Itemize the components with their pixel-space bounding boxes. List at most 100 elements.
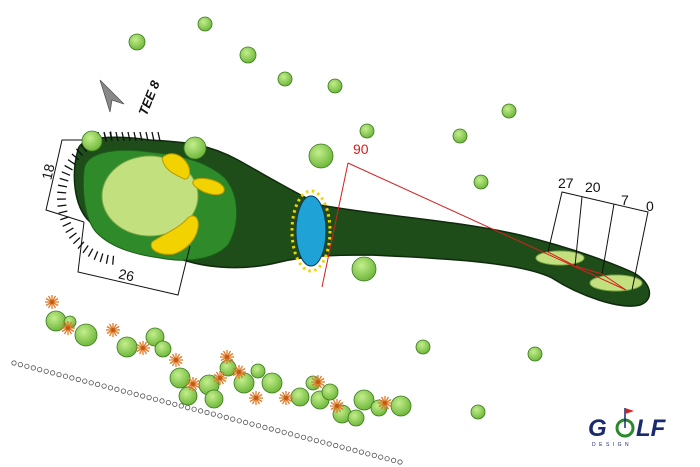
tree-icon xyxy=(169,367,191,389)
boundary-dot xyxy=(30,365,36,371)
yardage-27-label: 27 xyxy=(558,175,574,191)
boundary-dot xyxy=(365,451,371,457)
rough-spike xyxy=(64,164,73,171)
boundary-dot xyxy=(339,444,345,450)
water-hazard xyxy=(295,195,327,267)
yardage-lines xyxy=(321,162,627,291)
boundary-dot xyxy=(140,393,146,399)
boundary-dot xyxy=(152,396,159,402)
boundary-dot xyxy=(114,386,120,392)
tree-icon xyxy=(390,395,412,417)
boundary-dot xyxy=(49,370,56,376)
boundary-dot xyxy=(82,378,88,384)
boundary-dot xyxy=(127,390,133,396)
boundary-dot xyxy=(17,361,23,368)
north-arrow-icon xyxy=(99,79,125,113)
boundary-dot xyxy=(107,385,114,391)
tree-icon xyxy=(347,409,365,427)
yardage-20-label: 20 xyxy=(585,179,601,195)
bush-icon xyxy=(45,295,59,309)
boundary-dot xyxy=(24,363,30,369)
boundary-dot xyxy=(320,439,326,445)
tree-icon xyxy=(359,123,375,139)
bunker-bottom xyxy=(150,215,199,255)
boundary-dot xyxy=(62,373,69,379)
rough-spike xyxy=(60,216,70,221)
boundary-dot xyxy=(146,394,152,401)
out-of-bounds-line xyxy=(11,360,403,465)
rough-spike xyxy=(68,232,77,239)
rough-spike xyxy=(82,245,89,254)
yardage-0-label: 0 xyxy=(646,198,654,214)
bush-icon xyxy=(279,391,293,405)
bush-icon xyxy=(213,371,227,385)
bush-icon xyxy=(249,391,263,405)
rough-spike xyxy=(87,248,94,257)
bushes xyxy=(45,295,392,413)
tree-icon xyxy=(527,346,543,362)
boundary-dot xyxy=(198,408,204,414)
boundary-dot xyxy=(223,414,229,420)
rough-spike xyxy=(103,131,107,142)
rough-spike xyxy=(71,153,80,161)
boundary-dot xyxy=(69,375,75,381)
tree-icon xyxy=(353,389,375,411)
bush-icon xyxy=(311,375,325,389)
tree-icon xyxy=(290,387,310,407)
rough-spike xyxy=(75,148,83,157)
boundary-dot xyxy=(326,441,332,447)
bunkers xyxy=(150,153,225,255)
boundary-dot xyxy=(390,457,397,463)
boundary-dot xyxy=(397,459,403,465)
tree-icon xyxy=(321,383,339,401)
boundary-dot xyxy=(95,381,101,387)
boundary-dot xyxy=(378,454,384,460)
boundary-dot xyxy=(236,418,242,424)
water-hazard-boundary xyxy=(290,189,332,273)
boundary-dot xyxy=(165,399,171,406)
boundary-dot xyxy=(133,391,139,397)
rough-spike xyxy=(59,177,69,182)
boundary-dot xyxy=(75,376,81,383)
flag-icon xyxy=(615,408,635,438)
boundary-dot xyxy=(384,456,390,462)
tree-icon xyxy=(204,389,224,409)
tree-icon xyxy=(415,339,431,355)
tree-icon xyxy=(250,363,266,379)
tee-label: TEE 8 xyxy=(135,78,163,118)
green-measure-frame xyxy=(45,139,191,296)
boundary-dot xyxy=(313,437,319,444)
boundary-dot xyxy=(172,401,178,407)
tree-icon xyxy=(327,78,343,94)
bush-icon xyxy=(106,323,120,337)
logo-letters-lf: LF xyxy=(636,415,667,442)
yardage-7-label: 7 xyxy=(621,192,629,208)
boundary-dot xyxy=(101,383,107,389)
rough-spike xyxy=(121,131,125,142)
boundary-dot xyxy=(56,371,62,378)
green-width-label: 26 xyxy=(117,266,136,285)
tree-icon xyxy=(308,143,334,169)
rough-spike xyxy=(67,159,76,166)
tee-yardage-frame xyxy=(547,191,649,291)
bush-icon xyxy=(378,396,392,410)
tree-icon xyxy=(74,323,98,347)
rough-spike xyxy=(62,221,72,227)
boundary-dot xyxy=(352,447,358,453)
boundary-dot xyxy=(43,368,49,374)
bush-icon xyxy=(186,377,200,391)
rough-spike xyxy=(99,253,104,263)
tree-icon xyxy=(452,128,468,144)
boundary-dot xyxy=(88,380,94,386)
boundary-dot xyxy=(210,411,216,417)
bush-icon xyxy=(220,350,234,364)
tree-icon xyxy=(473,174,489,190)
tree-icon xyxy=(81,130,103,152)
rough-spike xyxy=(57,191,67,194)
rough-spike xyxy=(127,131,131,142)
boundary-dot xyxy=(11,360,17,366)
putting-green xyxy=(101,155,199,237)
rough-spike xyxy=(145,131,149,142)
rough-spike xyxy=(57,204,67,207)
